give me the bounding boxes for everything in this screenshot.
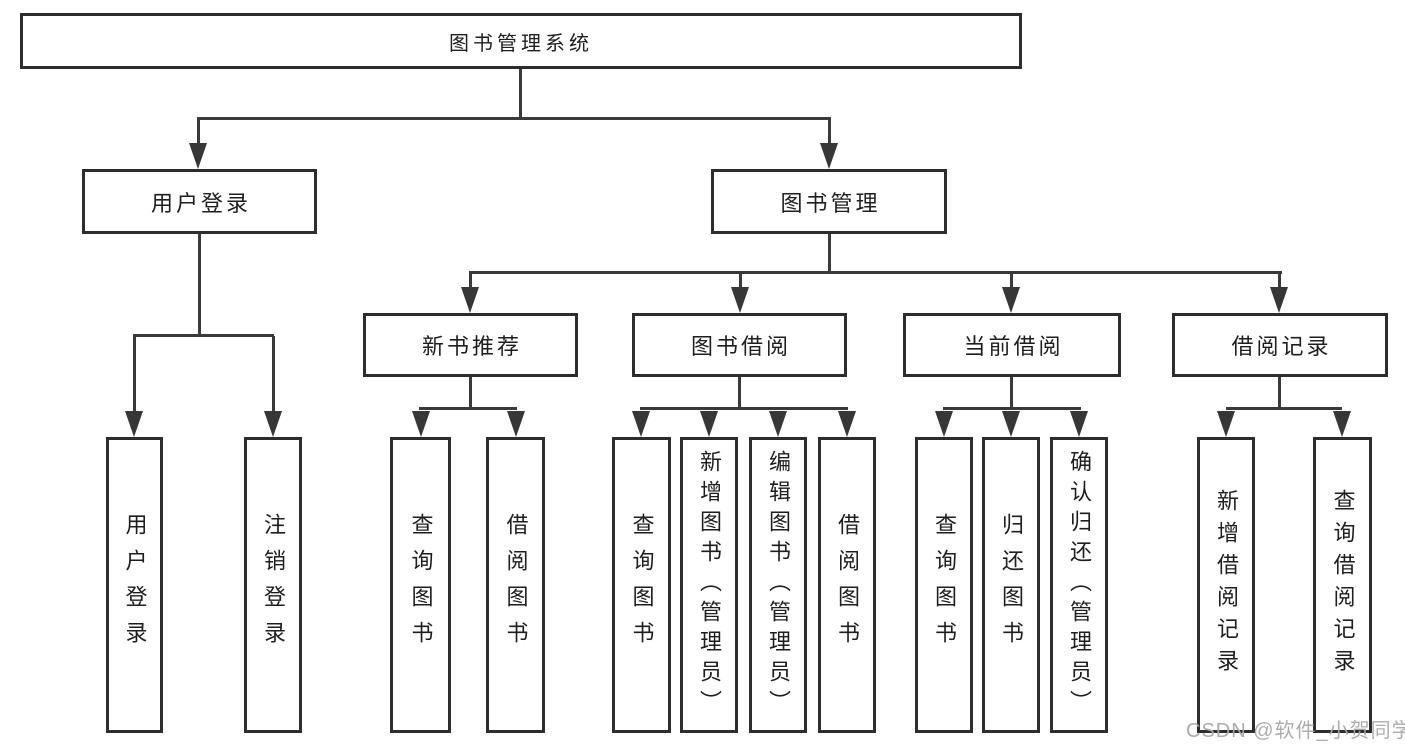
- arrow-down-icon: [820, 143, 838, 169]
- connector-line: [1278, 377, 1281, 408]
- connector-line: [828, 234, 831, 273]
- arrow-down-icon: [1270, 287, 1288, 313]
- leaf-user-login: 用户登录: [106, 437, 163, 733]
- connector-line: [1278, 273, 1281, 291]
- connector-line: [469, 377, 472, 408]
- node-label: 新增图书（管理员）: [697, 450, 722, 720]
- connector-line: [197, 119, 200, 147]
- connector-line: [469, 271, 1282, 274]
- connector-line: [419, 407, 517, 410]
- arrow-down-icon: [507, 411, 525, 437]
- arrow-down-icon: [264, 411, 282, 437]
- connector-line: [739, 273, 742, 291]
- leaf-edit-books-admin: 编辑图书（管理员）: [749, 437, 807, 733]
- leaf-logout: 注销登录: [244, 437, 302, 733]
- node-label: 用户登录: [122, 513, 148, 657]
- leaf-borrow-books: 借阅图书: [818, 437, 876, 733]
- node-label: 注销登录: [261, 513, 286, 657]
- node-label: 借阅记录: [1231, 334, 1332, 359]
- arrow-down-icon: [769, 411, 787, 437]
- connector-line: [133, 336, 136, 414]
- arrow-down-icon: [700, 411, 718, 437]
- arrow-down-icon: [461, 287, 479, 313]
- node-new-book-recommend: 新书推荐: [363, 313, 578, 377]
- csdn-watermark: CSDN @软件_小贺同学: [1186, 720, 1405, 742]
- arrow-down-icon: [1217, 411, 1235, 437]
- connector-line: [197, 117, 831, 120]
- connector-line: [1226, 407, 1342, 410]
- leaf-query-books-current: 查询图书: [915, 437, 973, 733]
- node-label: 新增借阅记录: [1214, 489, 1239, 681]
- connector-line: [133, 334, 274, 337]
- node-label: 图书借阅: [690, 334, 791, 359]
- node-label: 图书管理系统: [449, 32, 593, 55]
- connector-line: [640, 407, 848, 410]
- connector-line: [828, 119, 831, 147]
- leaf-borrow-books-recommend: 借阅图书: [486, 437, 545, 733]
- node-label: 用户登录: [150, 190, 251, 216]
- node-label: 新书推荐: [421, 334, 522, 359]
- connector-line: [1010, 377, 1013, 408]
- node-label: 当前借阅: [963, 334, 1064, 359]
- node-book-management: 图书管理: [711, 169, 947, 234]
- arrow-down-icon: [632, 411, 650, 437]
- leaf-query-books-borrowing: 查询图书: [612, 437, 671, 733]
- node-label: 确认归还（管理员）: [1067, 450, 1092, 720]
- node-current-borrowing: 当前借阅: [903, 313, 1121, 377]
- node-label: 借阅图书: [835, 513, 860, 657]
- arrow-down-icon: [1002, 411, 1020, 437]
- node-user-login: 用户登录: [82, 169, 317, 234]
- node-book-borrowing: 图书借阅: [632, 313, 847, 377]
- leaf-add-books-admin: 新增图书（管理员）: [680, 437, 738, 733]
- connector-line: [469, 273, 472, 291]
- arrow-down-icon: [1333, 411, 1351, 437]
- leaf-add-borrow-record: 新增借阅记录: [1197, 437, 1255, 733]
- connector-line: [738, 377, 741, 408]
- node-label: 图书管理: [780, 190, 881, 216]
- arrow-down-icon: [125, 411, 143, 437]
- node-label: 借阅图书: [503, 513, 529, 657]
- arrow-down-icon: [1002, 287, 1020, 313]
- leaf-confirm-return-admin: 确认归还（管理员）: [1050, 437, 1108, 733]
- leaf-return-books: 归还图书: [982, 437, 1040, 733]
- arrow-down-icon: [935, 411, 953, 437]
- arrow-down-icon: [412, 411, 430, 437]
- node-label: 查询图书: [408, 513, 434, 657]
- arrow-down-icon: [731, 287, 749, 313]
- arrow-down-icon: [189, 143, 207, 169]
- node-label: 查询图书: [932, 513, 957, 657]
- arrow-down-icon: [1070, 411, 1088, 437]
- node-label: 归还图书: [999, 513, 1024, 657]
- leaf-query-books-recommend: 查询图书: [390, 437, 451, 733]
- arrow-down-icon: [838, 411, 856, 437]
- connector-line: [198, 234, 201, 336]
- node-label: 编辑图书（管理员）: [766, 450, 791, 720]
- node-label: 查询图书: [629, 513, 655, 657]
- node-library-management-system: 图书管理系统: [20, 13, 1022, 69]
- connector-line: [1010, 273, 1013, 291]
- node-label: 查询借阅记录: [1330, 489, 1356, 681]
- leaf-query-borrow-record: 查询借阅记录: [1313, 437, 1372, 733]
- node-borrowing-records: 借阅记录: [1172, 313, 1388, 377]
- connector-line: [272, 336, 275, 414]
- connector-line: [519, 68, 522, 119]
- connector-line: [943, 407, 1081, 410]
